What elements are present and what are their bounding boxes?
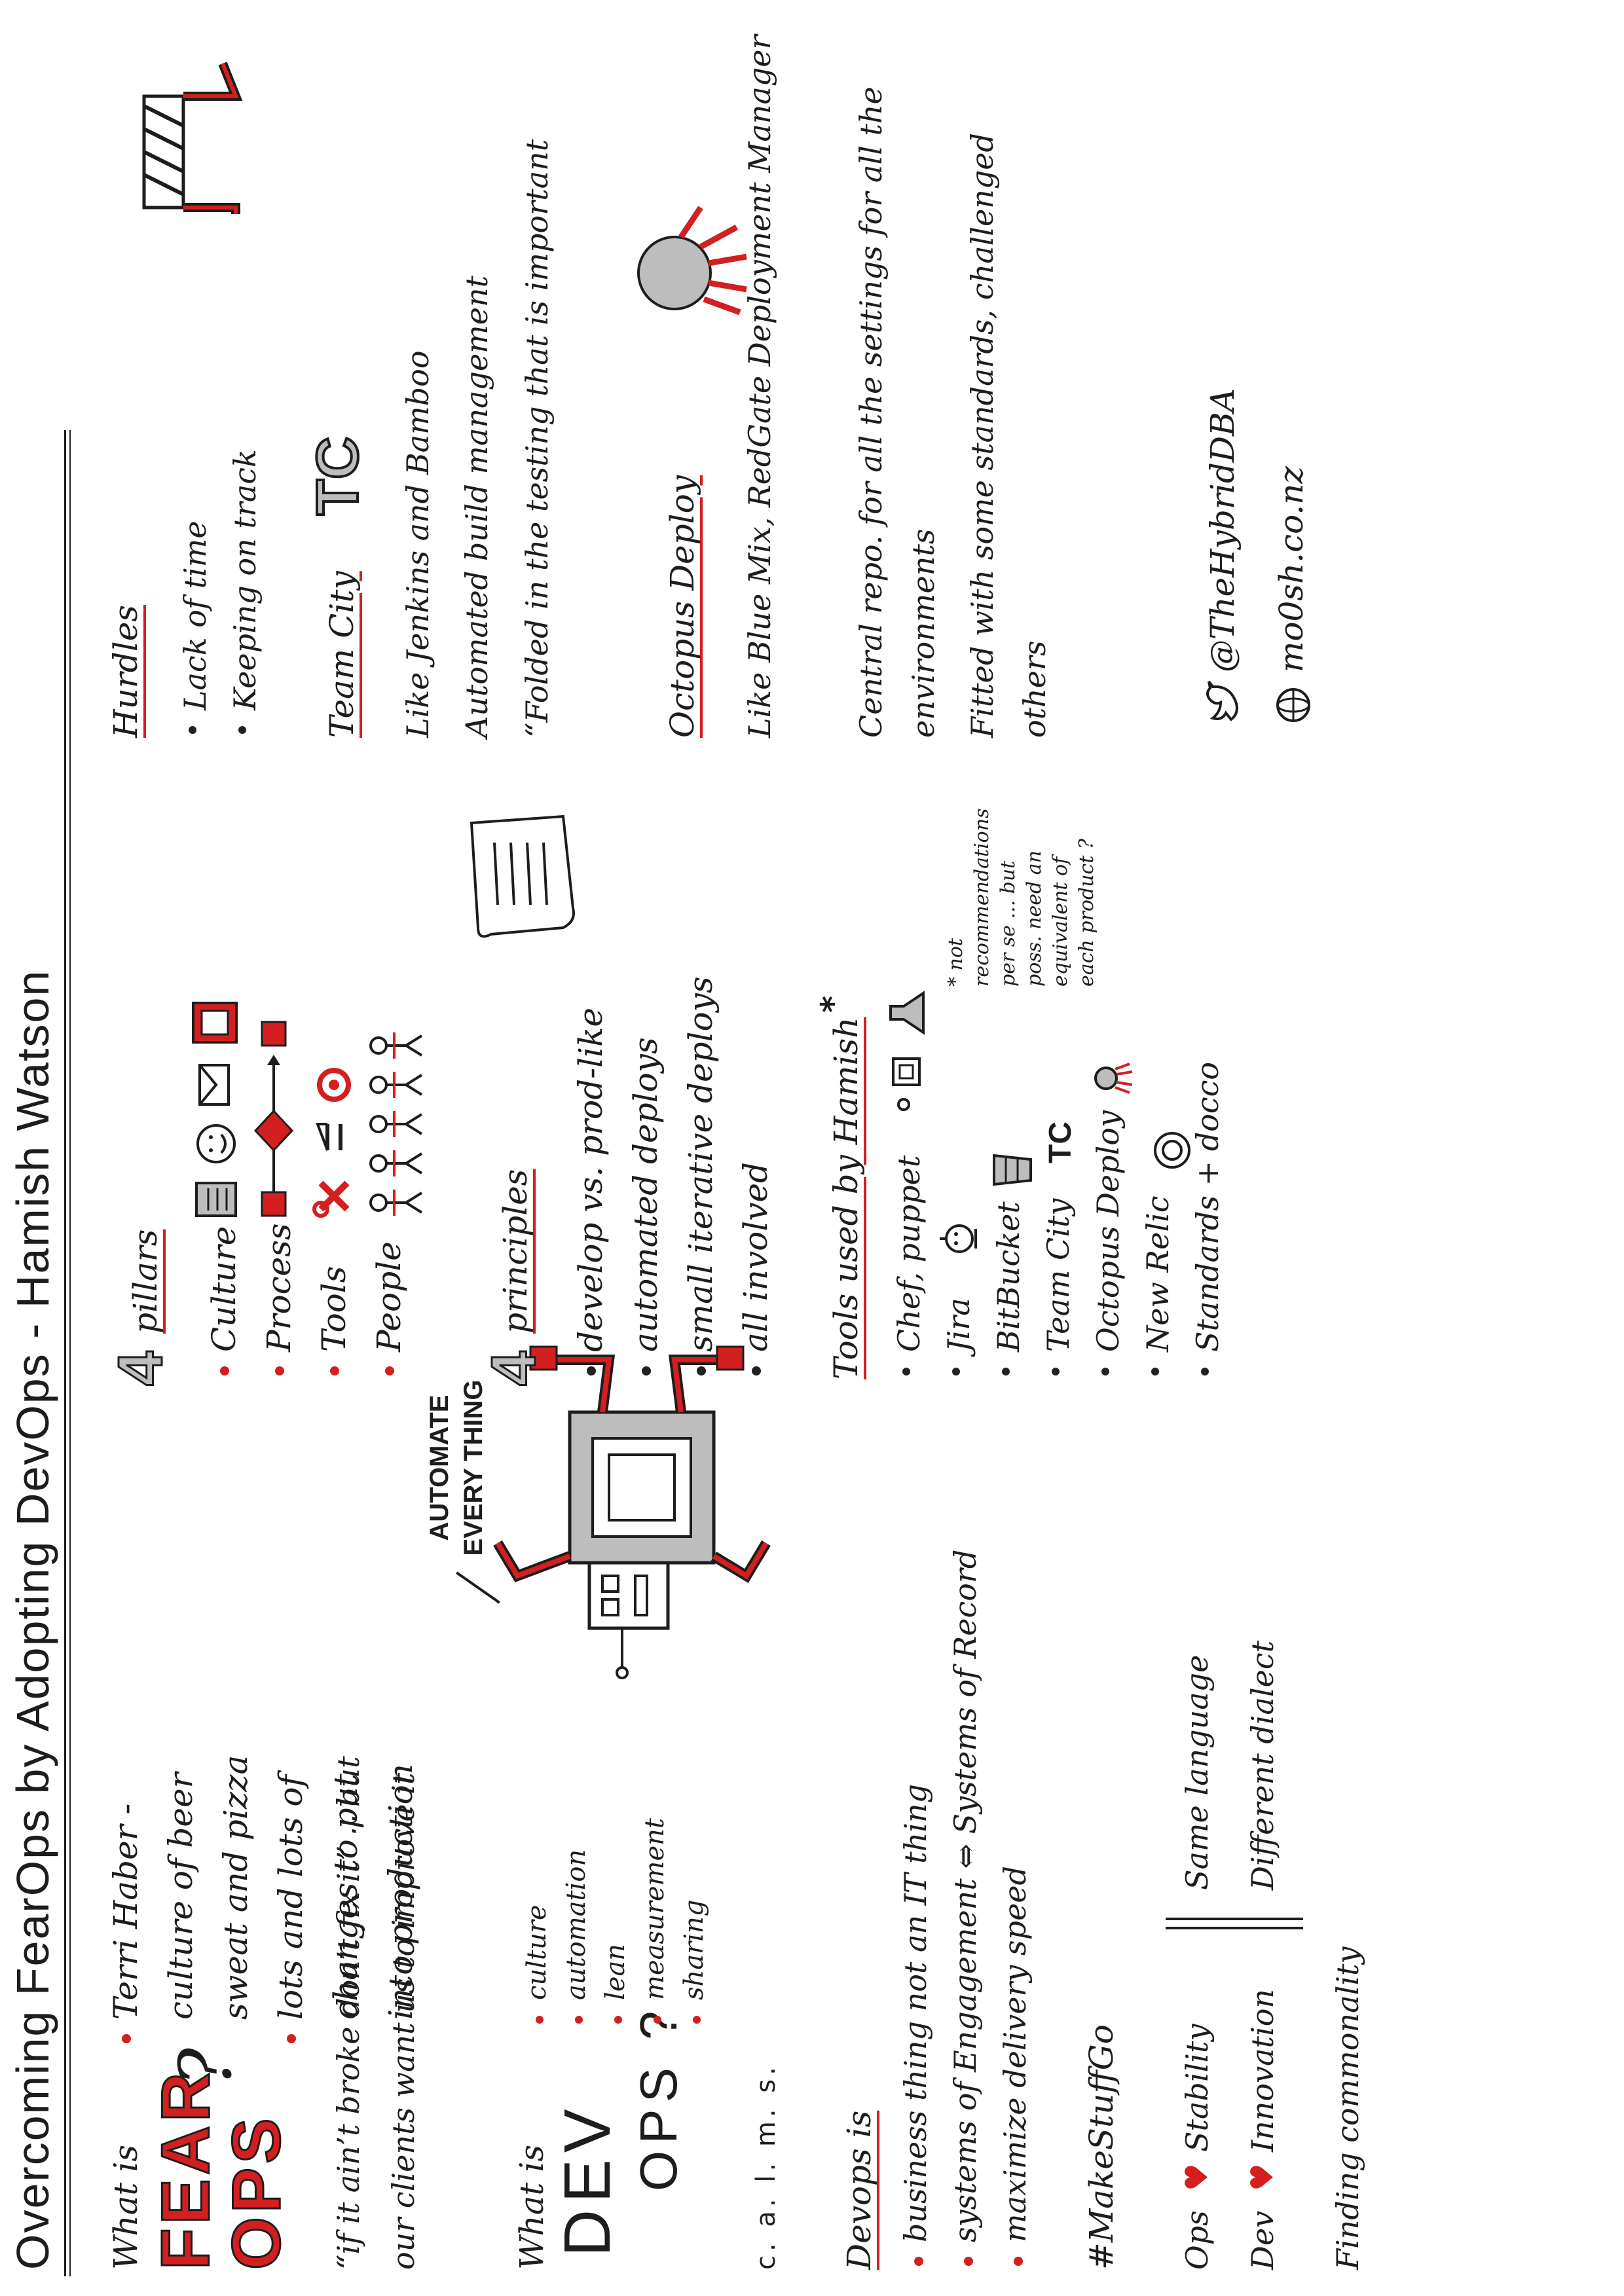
devops-is-heading: Devops is bbox=[840, 2110, 878, 2270]
fearops-word: FEAR OPS bbox=[147, 2068, 296, 2271]
website: mo0sh.co.nz bbox=[1272, 466, 1310, 672]
calms-item: culture bbox=[517, 1818, 557, 2028]
calms-list: culture automation lean measurement shar… bbox=[517, 1818, 714, 2028]
tools-icons bbox=[312, 1068, 351, 1218]
finding-commonality: Finding commonality bbox=[1330, 1946, 1365, 2270]
people-icon bbox=[369, 1032, 423, 1216]
tool-item: Octopus Deploy bbox=[1083, 1062, 1133, 1379]
octopus-line: Like Blue Mix, RedGate Deployment Manage… bbox=[742, 35, 777, 738]
devops-is-list: business thing not an IT thing systems o… bbox=[891, 1510, 1040, 2270]
twitter-bird-icon bbox=[1206, 680, 1238, 721]
tool-item: BitBucket bbox=[984, 1062, 1033, 1379]
heart-icon: ♥ bbox=[1244, 2162, 1281, 2191]
tool-item: Team City bbox=[1033, 1062, 1083, 1379]
divider-double-line bbox=[1166, 1918, 1303, 1920]
new-relic-icon bbox=[1154, 1132, 1190, 1169]
tools-star: * bbox=[814, 995, 852, 1013]
hurdles-heading: Hurdles bbox=[107, 605, 145, 738]
principles-number: 4 bbox=[478, 1350, 550, 1387]
tools-heading: Tools used by Hamish bbox=[827, 1017, 865, 1379]
fearops-word-ops: OPS bbox=[218, 2113, 296, 2271]
teamcity-small-icon: TC bbox=[1043, 1121, 1078, 1163]
octopus-line: Central repo. for all the settings for a… bbox=[853, 86, 941, 738]
principles-heading: principles bbox=[496, 1169, 534, 1334]
robot-icon bbox=[493, 1345, 771, 1679]
octopus-small-icon bbox=[1094, 1063, 1133, 1094]
pillars-heading: pillars bbox=[126, 1229, 164, 1334]
teamcity-heading: Team City bbox=[323, 571, 361, 738]
fearops-word-fear: FEAR bbox=[147, 2068, 225, 2270]
principle-item: small iterative deploys bbox=[673, 976, 728, 1379]
bitbucket-icon bbox=[993, 1154, 1032, 1186]
robot-caption: AUTOMATE EVERY THING bbox=[425, 1379, 488, 1556]
pillars-number: 4 bbox=[105, 1350, 177, 1387]
hashtag: #MakeStuffGo bbox=[1082, 2024, 1120, 2270]
principles-list: develop vs. prod-like automated deploys … bbox=[563, 976, 783, 1379]
title-underline-2 bbox=[69, 430, 71, 2276]
calms-item: lean bbox=[596, 1818, 635, 2028]
process-flow-icon bbox=[253, 1021, 294, 1217]
title-underline bbox=[64, 430, 66, 2276]
hurdle-icon bbox=[142, 62, 243, 214]
hurdle-item: Lack of time bbox=[170, 449, 220, 738]
scroll-icon bbox=[470, 814, 575, 938]
fearops-what-is: What is bbox=[107, 2144, 145, 2270]
pillar-item: People bbox=[361, 1223, 416, 1379]
twitter-handle: @TheHybridDBA bbox=[1204, 388, 1242, 672]
pillar-item: Tools bbox=[306, 1223, 361, 1379]
octopus-heading: Octopus Deploy bbox=[663, 475, 701, 738]
jira-icon bbox=[940, 1224, 977, 1253]
culture-icons bbox=[192, 1002, 238, 1217]
teamcity-line: “Folded in the testing that is important bbox=[519, 139, 555, 738]
tool-item: New Relic bbox=[1133, 1062, 1183, 1379]
devops-is-item: business thing not an IT thing bbox=[891, 1510, 940, 2270]
pillar-item: Process bbox=[251, 1223, 306, 1379]
fearops-bullet: Terri Haber - culture of beer sweat and … bbox=[98, 1740, 263, 2047]
octopus-line: Fitted with some standards, challenged o… bbox=[965, 133, 1052, 738]
dev-value: Innovation bbox=[1245, 1988, 1280, 2152]
fearops-quote: “if it ain’t broke don’t fix it” ∴ but o… bbox=[331, 1756, 421, 2270]
page-title: Overcoming FearOps by Adopting DevOps - … bbox=[7, 969, 58, 2270]
dev-label: Dev bbox=[1245, 2210, 1280, 2270]
teamcity-line: Like Jenkins and Bamboo bbox=[400, 350, 435, 738]
devops-is-item: maximize delivery speed bbox=[990, 1510, 1040, 2270]
calms-acronym: c. a. l. m. s. bbox=[751, 2063, 781, 2270]
ops-value: Stability bbox=[1179, 2024, 1215, 2152]
ops-label: Ops bbox=[1179, 2210, 1215, 2270]
pillar-item: Culture bbox=[196, 1223, 251, 1379]
teamcity-line: Automated build management bbox=[459, 275, 494, 738]
devops-big-ops: OPS ? bbox=[629, 2004, 688, 2191]
devops-big-dev: DEV bbox=[551, 2102, 624, 2257]
teamcity-logo-icon: TC bbox=[304, 435, 372, 517]
pillars-list: Culture Process Tools People bbox=[196, 1223, 416, 1379]
hurdles-list: Lack of time Keeping on track bbox=[170, 449, 270, 738]
fearops-question-mark: ? bbox=[164, 2048, 248, 2086]
divider-double-line bbox=[1166, 1927, 1303, 1929]
different-dialect: Different dialect bbox=[1245, 1640, 1280, 1890]
tools-note: * not recommendations per se ... but pos… bbox=[944, 808, 1098, 987]
principle-item: develop vs. prod-like bbox=[563, 976, 618, 1379]
same-language: Same language bbox=[1179, 1654, 1215, 1890]
octopus-icon bbox=[637, 206, 747, 316]
hurdle-item: Keeping on track bbox=[220, 449, 270, 738]
heart-icon: ♥ bbox=[1179, 2162, 1215, 2191]
devops-is-item: systems of Engagement ⇔ Systems of Recor… bbox=[940, 1510, 990, 2270]
calms-item: automation bbox=[557, 1818, 596, 2028]
tool-item: Standards + docco bbox=[1183, 1062, 1232, 1379]
calms-item: measurement bbox=[635, 1818, 674, 2028]
principle-item: automated deploys bbox=[618, 976, 673, 1379]
principle-item: all involved bbox=[728, 976, 783, 1379]
chef-puppet-icons bbox=[889, 991, 925, 1111]
globe-icon bbox=[1276, 688, 1310, 722]
calms-item: sharing bbox=[674, 1818, 714, 2028]
